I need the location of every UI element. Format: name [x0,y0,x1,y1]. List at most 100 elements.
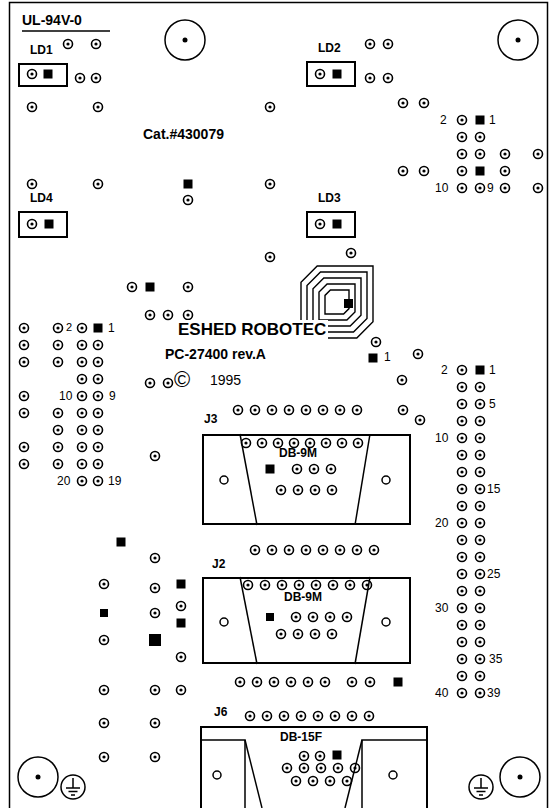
pad [476,621,485,630]
pad-hole [330,488,333,491]
pad-ring [458,366,467,375]
pad-ring [28,220,37,229]
pad-hole [255,680,258,683]
pad-ring [283,764,292,773]
pad-ring [328,486,337,495]
connector-type: DB-9M [279,447,317,459]
pad [151,554,160,563]
pad-ring [458,417,467,426]
pad-ring [420,167,429,176]
pad-hole [478,453,481,456]
pad-hole [96,411,99,414]
pad-ring [399,406,408,415]
pad [92,74,101,83]
pad [458,502,467,511]
pad-hole [287,548,290,551]
pad-ring [314,712,323,721]
pad [294,486,303,495]
pad [246,712,255,721]
pad [151,584,160,593]
pad-ring [398,376,407,385]
pad-ring [100,753,109,762]
pad-hole [96,105,99,108]
pad [458,485,467,494]
pad-ring [300,752,309,761]
pad-hole [80,326,83,329]
pin-number: 20 [435,517,448,529]
pad-hole [80,377,83,380]
pad-ring [20,460,29,469]
pad-ring [164,311,173,320]
pad-ring [384,74,393,83]
pad-hole [308,441,311,444]
pin-number: 1 [108,322,115,334]
pin-number: 25 [487,568,500,580]
pad [311,486,320,495]
pad [458,621,467,630]
pad [366,74,375,83]
pad [476,536,485,545]
pad-hole [536,186,539,189]
pad-ring [64,40,73,49]
pad-ring [336,406,345,415]
pad-ring [458,116,467,125]
pad [78,324,87,333]
pad [20,460,29,469]
dsub-edge [240,434,257,525]
pad [94,477,103,486]
pad-hole [374,340,377,343]
hole-ring [498,20,538,60]
pad-ring [78,477,87,486]
pad-hole [294,779,297,782]
pad [319,546,328,555]
pad-hole [338,408,341,411]
pad-ring [78,341,87,350]
screw-hole [213,771,221,779]
pad-hole [94,76,97,79]
pad [251,406,260,415]
ground-ring [469,775,493,799]
pad [458,587,467,596]
pin-number: 39 [487,687,500,699]
pad [266,253,275,262]
pad-ring [177,602,186,611]
pad-ring [366,40,375,49]
pad-hole [329,467,332,470]
pad-hole [460,504,463,507]
pad [398,376,407,385]
pad-hole [318,222,321,225]
pad-ring [343,777,352,786]
pad-ring [94,375,103,384]
pad [476,553,485,562]
pad-ring [310,465,319,474]
pad-hole [272,680,275,683]
pad-ring [54,324,63,333]
dsub-outlines [200,434,428,808]
dsub-edge [240,577,257,664]
pad [458,150,467,159]
pad [78,392,87,401]
pad-hole [312,467,315,470]
led-outline: LD1 [18,63,68,87]
pad [78,443,87,452]
pad-hole [478,152,481,155]
screw-hole [382,618,390,626]
pad-ring [270,678,279,687]
pad-hole [287,408,290,411]
pad [184,196,193,205]
pad [476,150,485,159]
pad-hole [367,714,370,717]
pad-hole [478,538,481,541]
pad-ring [346,581,355,590]
pad-hole [324,441,327,444]
pad [244,581,253,590]
pin-number: 5 [489,398,496,410]
pad-ring [365,712,374,721]
pad-ring [285,546,294,555]
pad-hole [478,385,481,388]
pad-hole [285,766,288,769]
pad-hole [350,714,353,717]
pad-hole [356,441,359,444]
pad-hole [80,360,83,363]
pad [54,460,63,469]
